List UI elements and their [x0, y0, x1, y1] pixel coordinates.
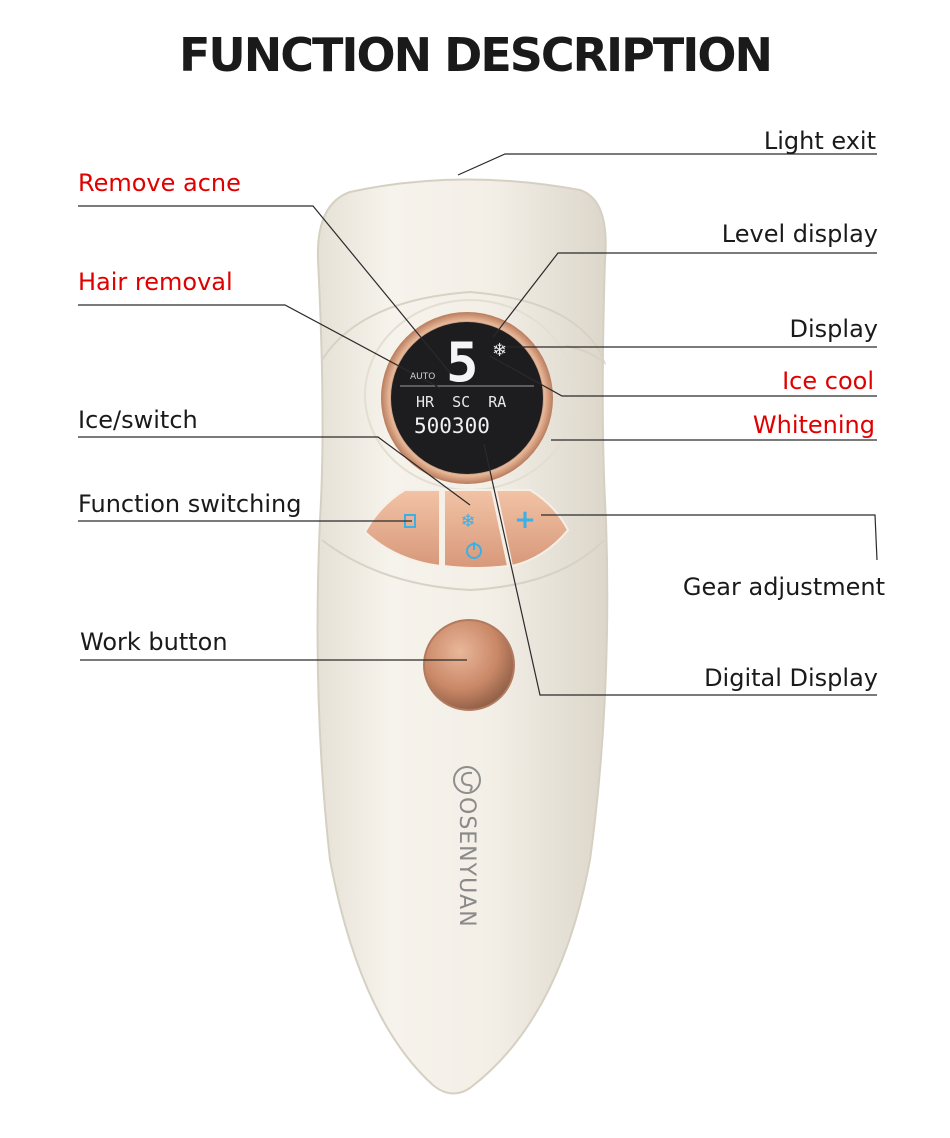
snowflake-icon: ❄ [492, 340, 508, 361]
panel-contour [321, 290, 607, 592]
label-digital-display: Digital Display [704, 664, 878, 692]
work-button [423, 619, 515, 711]
lcd-count-text: 500300 [414, 414, 490, 438]
lcd-mode-text: HR SC RA [416, 393, 507, 411]
label-remove-acne: Remove acne [78, 169, 241, 197]
label-hair-removal: Hair removal [78, 268, 233, 296]
label-level-display: Level display [721, 220, 878, 248]
svg-text:+: + [514, 505, 536, 535]
lcd-screen [391, 322, 543, 474]
function-switch-button [363, 489, 441, 568]
page-title: FUNCTION DESCRIPTION [179, 28, 773, 82]
brand-name: OSENYUAN [454, 797, 479, 928]
label-light-exit: Light exit [763, 127, 876, 155]
svg-text:❄: ❄ [460, 511, 475, 532]
label-work-button: Work button [80, 628, 228, 656]
label-whitening: Whitening [752, 411, 875, 439]
label-ice-switch: Ice/switch [78, 406, 198, 434]
label-display: Display [789, 315, 878, 343]
brand-logo [453, 766, 481, 794]
ice-switch-button [443, 489, 510, 569]
label-function-switching: Function switching [78, 490, 302, 518]
gear-adjust-button [494, 489, 570, 568]
leader-lines [78, 153, 878, 696]
lcd-level-digit: 5 [446, 331, 479, 394]
label-ice-cool: Ice cool [782, 367, 874, 395]
lcd-auto-text: AUTO [410, 372, 436, 382]
label-gear-adjustment: Gear adjustment [682, 573, 885, 601]
